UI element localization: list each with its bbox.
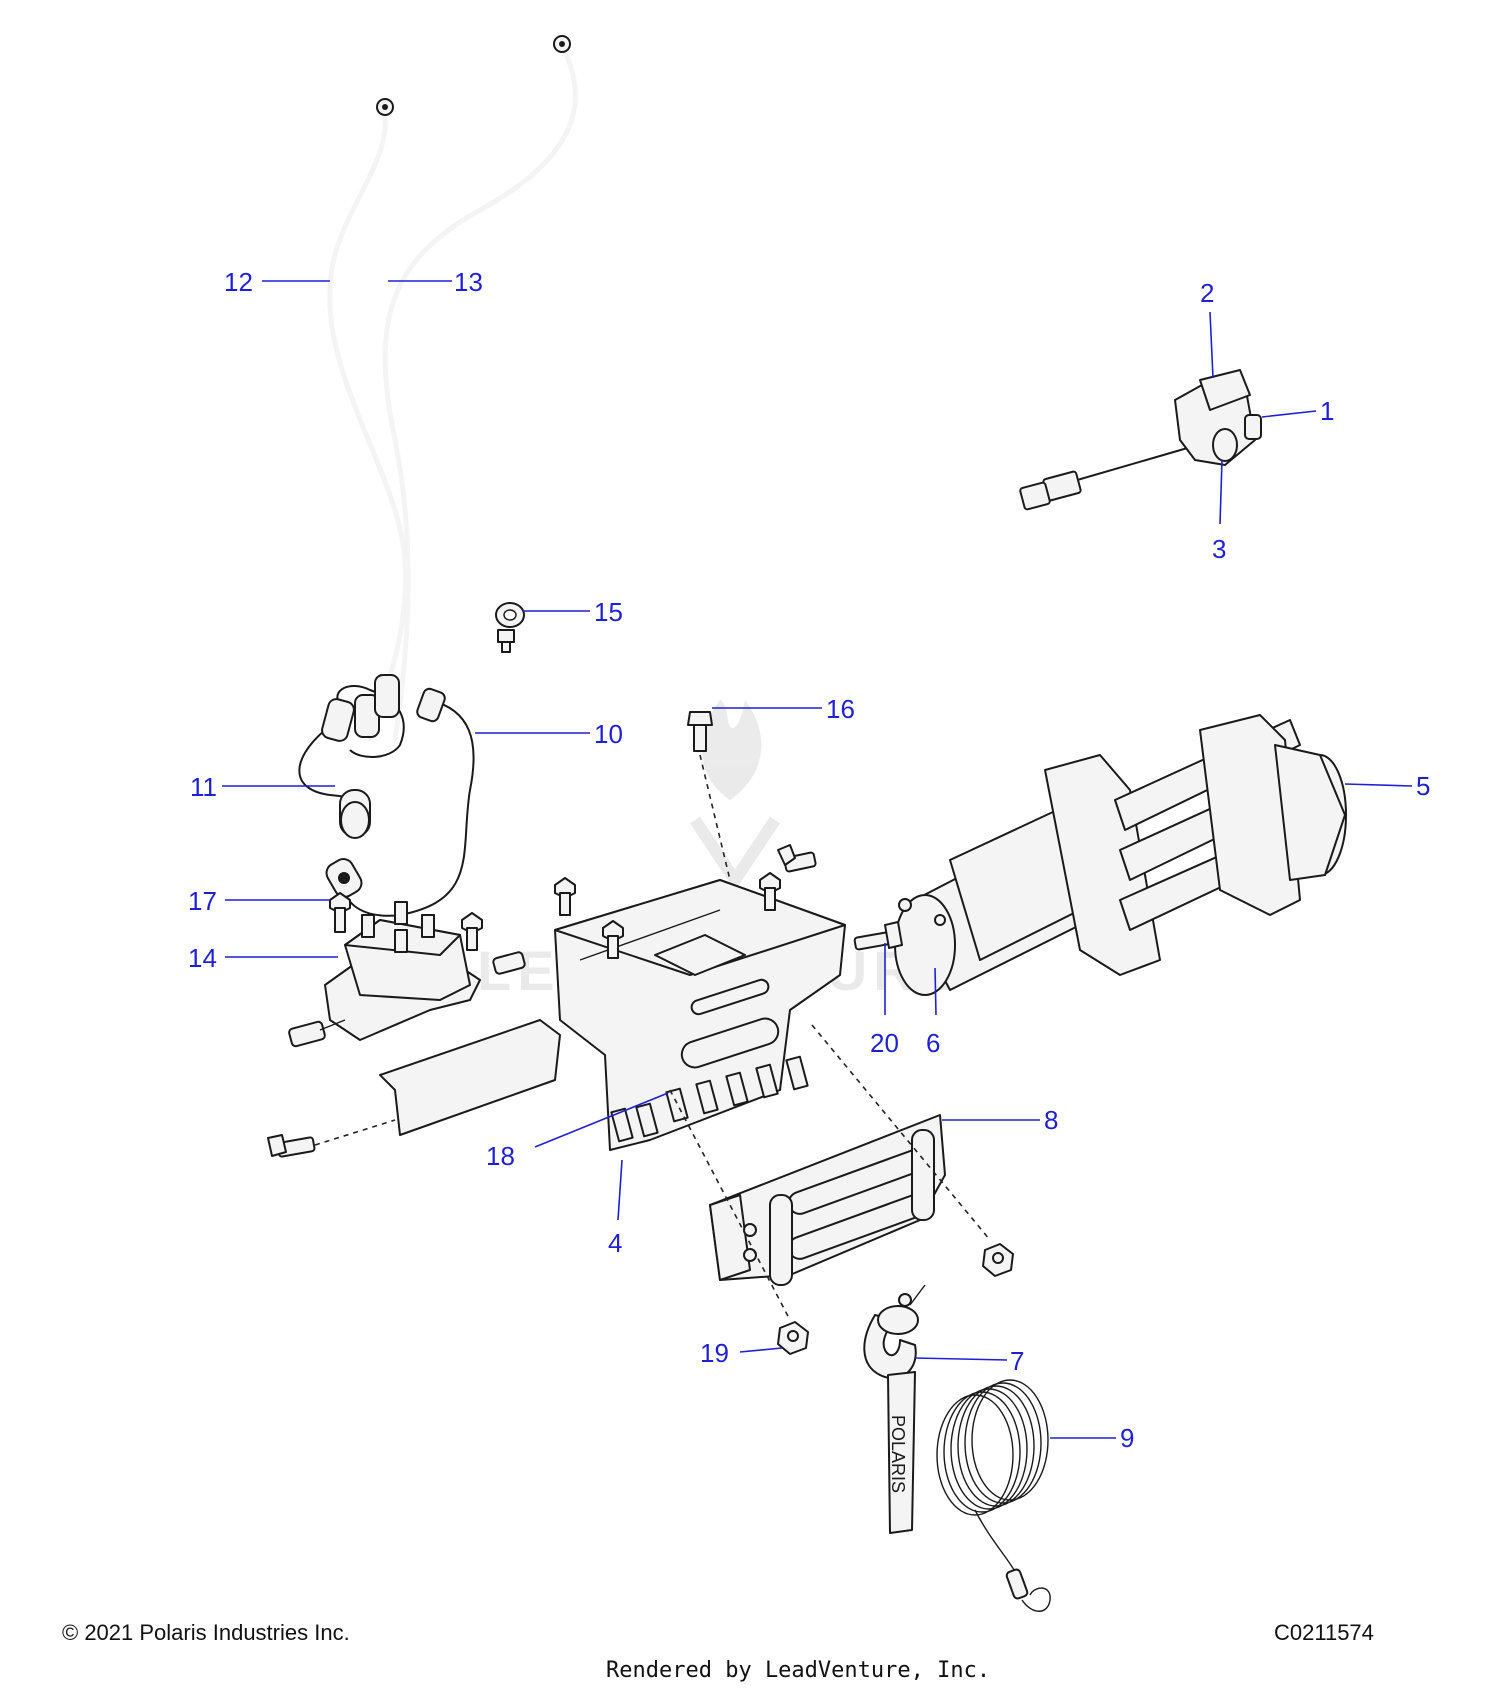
nut-19 [777,1321,809,1355]
callouts: 1 2 3 4 5 6 7 8 9 10 11 12 13 14 15 16 1 [188,267,1430,1453]
callout-1: 1 [1320,396,1334,426]
bolt-20 [853,921,903,951]
callout-8: 8 [1044,1105,1058,1135]
winch-5 [894,714,1347,996]
alignment-lines [314,754,991,1321]
cable-clip-15 [495,602,525,653]
battery-cable-12 [327,98,409,741]
roller-fairlead-8 [709,1114,946,1286]
cable-harness-10 [325,685,475,917]
callout-7: 7 [1010,1346,1024,1376]
callout-14: 14 [188,943,217,973]
battery-cable-13 [382,35,578,741]
mounting-plate-4 [554,879,846,1151]
bolt-16 [687,711,713,752]
synthetic-rope-9 [936,1379,1051,1612]
bolt-17 [329,892,351,933]
callout-20: 20 [870,1028,899,1058]
hook-strap: POLARIS [887,1371,916,1534]
callout-12: 12 [224,267,253,297]
callout-6: 6 [926,1028,940,1058]
callout-3: 3 [1212,534,1226,564]
rendered-by-text: Rendered by LeadVenture, Inc. [606,1658,991,1683]
diagram-code: C0211574 [1274,1620,1374,1645]
callout-10: 10 [594,719,623,749]
winch-switch [1019,369,1262,511]
solenoid-14 [288,901,526,1048]
callout-16: 16 [826,694,855,724]
callout-9: 9 [1120,1423,1134,1453]
strap-text: POLARIS [888,1415,908,1493]
bolt-extra-14 [461,912,483,951]
callout-11: 11 [190,772,217,802]
callout-19: 19 [700,1338,729,1368]
side-bracket [379,1019,561,1136]
plate-bolts [267,844,817,1158]
nut-19-b [982,1243,1014,1277]
callout-2: 2 [1200,278,1214,308]
callout-17: 17 [188,886,217,916]
hook-7 [863,1284,926,1380]
callout-18: 18 [486,1141,515,1171]
callout-13: 13 [454,267,483,297]
callout-5: 5 [1416,771,1430,801]
callout-15: 15 [594,597,623,627]
cable-11 [298,674,400,839]
copyright-text: © 2021 Polaris Industries Inc. [62,1620,350,1645]
callout-4: 4 [608,1228,622,1258]
